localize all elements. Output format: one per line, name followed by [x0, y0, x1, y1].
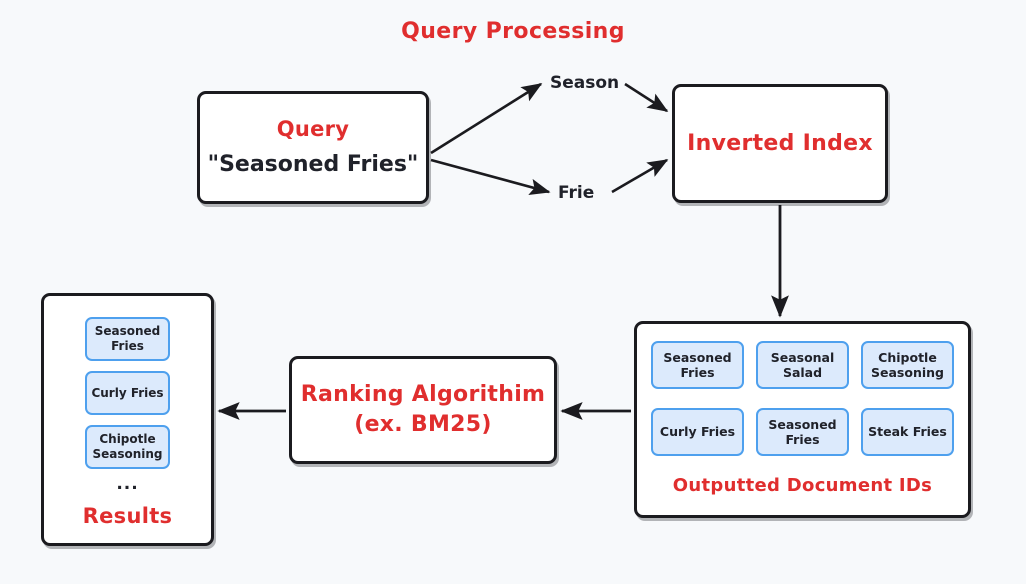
query-node-title: Query	[276, 116, 350, 141]
query-node-value: "Seasoned Fries"	[207, 151, 419, 177]
page-title: Query Processing	[401, 19, 625, 44]
inverted-index-title: Inverted Index	[687, 130, 873, 156]
ranking-algorithm-line2: (ex. BM25)	[354, 412, 492, 437]
results-caption: Results	[82, 504, 173, 528]
document-chip-line2: Fries	[785, 432, 820, 447]
document-chip-line1: Steak Fries	[868, 424, 947, 440]
document-chip-line1: Seasoned	[663, 349, 732, 365]
document-chip-line1: Curly Fries	[659, 424, 736, 440]
document-chip-line1: Chipotle	[878, 349, 937, 365]
document-chip-line1: Seasoned	[768, 416, 837, 432]
result-chip-line2: Seasoning	[92, 447, 163, 461]
document-chip[interactable]: Steak Fries	[861, 408, 954, 456]
edge-query-to-frie	[430, 158, 551, 195]
outputted-document-ids-caption: Outputted Document IDs	[672, 475, 933, 496]
edge-label-season: Season	[550, 73, 620, 93]
document-chip-line2: Fries	[680, 365, 715, 380]
result-chip[interactable]: Curly Fries	[85, 371, 170, 415]
inverted-index-node[interactable]: Inverted Index	[672, 84, 888, 203]
ranking-algorithm-line1: Ranking Algorithim	[300, 382, 546, 408]
edge-season-to-index	[624, 82, 669, 113]
result-chip-line1: Curly Fries	[91, 385, 164, 400]
edge-query-to-season	[430, 82, 543, 155]
query-node[interactable]: Query "Seasoned Fries"	[197, 91, 429, 204]
edge-label-frie: Frie	[558, 183, 595, 203]
ranking-algorithm-node[interactable]: Ranking Algorithim (ex. BM25)	[289, 356, 557, 464]
document-chip-line1: Seasonal	[770, 349, 835, 365]
document-chip-line2: Salad	[782, 365, 823, 380]
document-chip-line2: Seasoning	[871, 365, 944, 380]
results-ellipsis: ...	[116, 474, 139, 494]
edge-frie-to-index	[611, 158, 669, 194]
document-chip[interactable]: Curly Fries	[651, 408, 744, 456]
result-chip-line2: Fries	[111, 339, 144, 353]
result-chip-line1: Seasoned	[94, 324, 161, 339]
result-chip-line1: Chipotle	[99, 432, 156, 447]
